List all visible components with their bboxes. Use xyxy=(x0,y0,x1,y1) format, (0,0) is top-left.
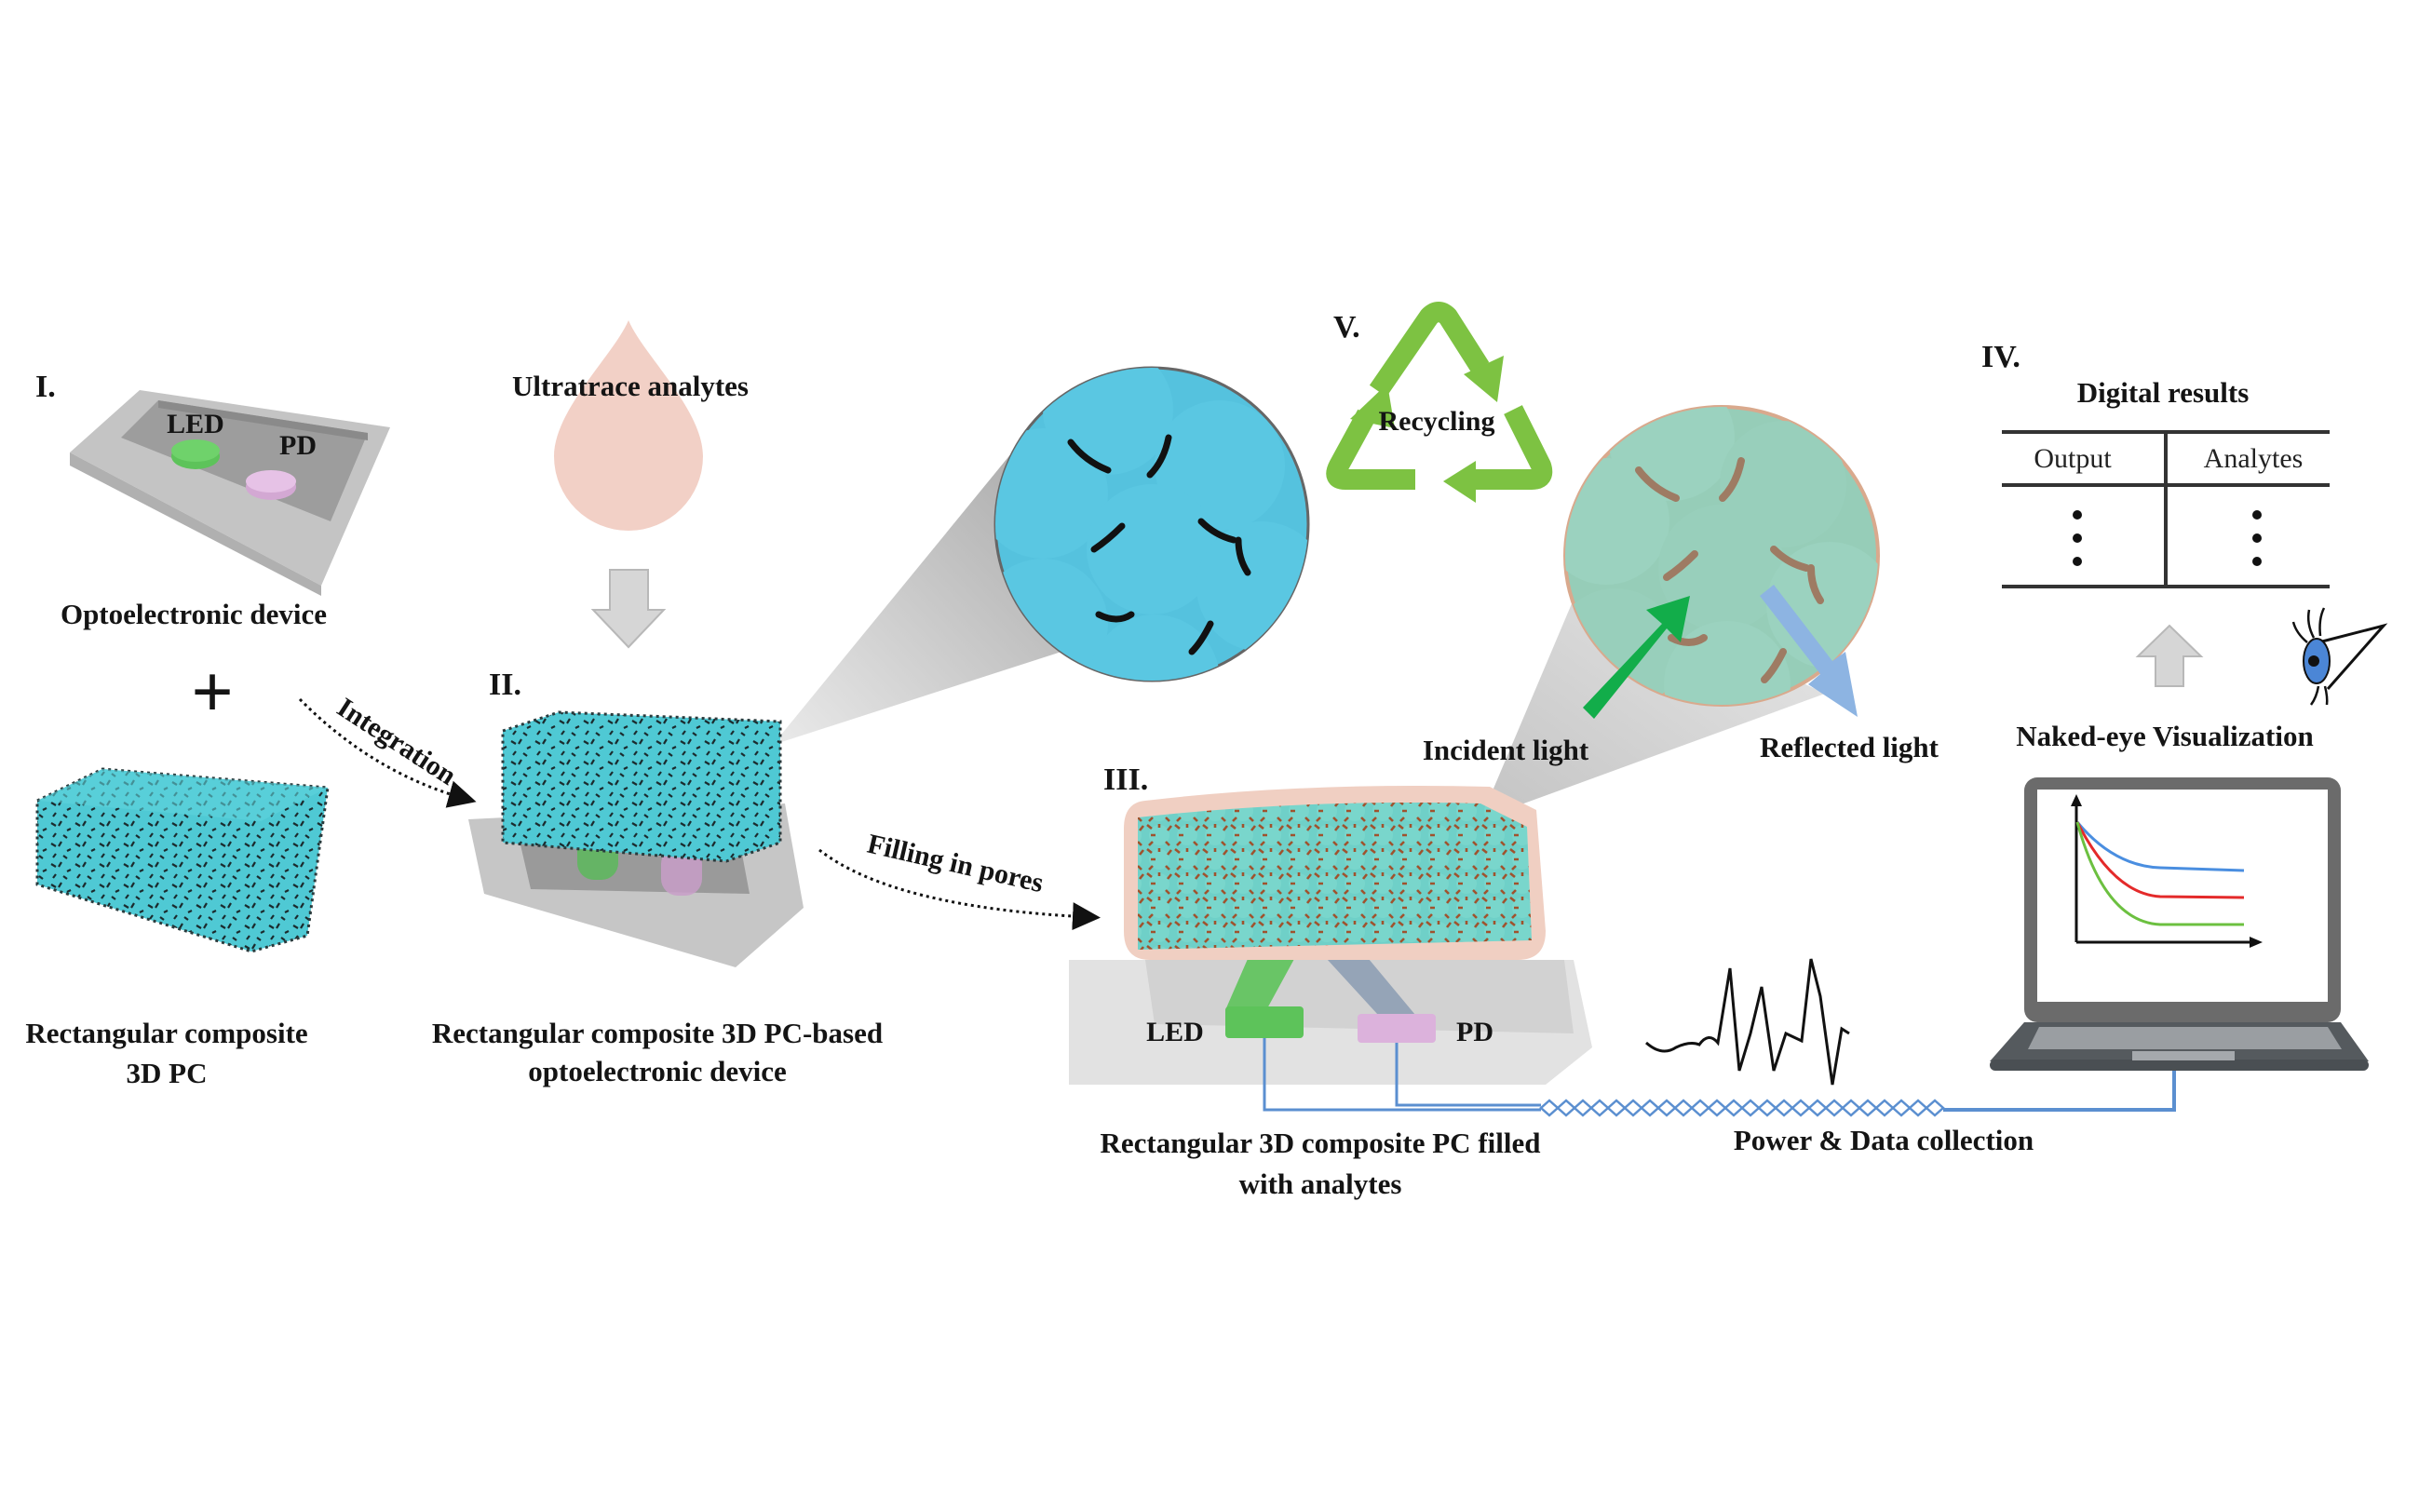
stage-ii-caption-line2: optoelectronic device xyxy=(528,1055,786,1087)
cable-twist xyxy=(1623,1099,1643,1117)
stage-iii-caption-line1: Rectangular 3D composite PC filled xyxy=(1101,1127,1541,1159)
power-data-collection-label: Power & Data collection xyxy=(1734,1124,2034,1156)
cable-twist xyxy=(1807,1099,1828,1117)
cable-twist xyxy=(1690,1099,1710,1117)
filling-in-pores-label: Filling in pores xyxy=(864,829,1046,899)
analyte-drop: Ultratrace analytes xyxy=(512,320,749,649)
cable-twist xyxy=(1640,1099,1660,1117)
device-led-label: LED xyxy=(167,409,224,439)
pc-caption-line1: Rectangular composite xyxy=(25,1017,307,1049)
laptop-wire xyxy=(1943,1069,2176,1112)
cable-twist xyxy=(1908,1099,1928,1117)
integration-arrow xyxy=(298,697,477,808)
integration-label: Integration xyxy=(331,692,462,791)
stage-v: V. Recycling xyxy=(1326,302,1553,503)
pd-chip-iii xyxy=(1358,1014,1436,1043)
cable-twist xyxy=(1891,1099,1912,1117)
pd-wire xyxy=(1395,1043,1541,1107)
cable-twist xyxy=(1757,1099,1777,1117)
drop-icon xyxy=(554,320,703,531)
table-header-analytes: Analytes xyxy=(2204,443,2304,474)
down-arrow-icon xyxy=(590,569,667,649)
zoom-cone-iii xyxy=(1480,577,1825,819)
plus-symbol: + xyxy=(191,652,234,734)
stage-v-numeral: V. xyxy=(1333,310,1360,344)
pc-cube-ii xyxy=(501,710,782,863)
table-ellipsis-dots xyxy=(2073,510,2262,566)
cable-twist xyxy=(1589,1099,1610,1117)
table-header-output: Output xyxy=(2034,443,2112,474)
up-arrow-icon xyxy=(2135,624,2204,687)
cable-twist xyxy=(1874,1099,1895,1117)
ultratrace-analytes-label: Ultratrace analytes xyxy=(512,370,749,402)
eye-icon xyxy=(2291,607,2388,706)
twisted-cable xyxy=(1539,1099,1945,1117)
cable-twist xyxy=(1858,1099,1878,1117)
cable-twist xyxy=(1824,1099,1845,1117)
reflected-light-arrow xyxy=(1760,585,1858,717)
stage-ii-numeral: II. xyxy=(489,668,521,702)
laptop-icon xyxy=(1990,777,2369,1071)
cable-twist xyxy=(1606,1099,1627,1117)
stage-iii-pd-label: PD xyxy=(1456,1017,1493,1047)
stage-i-numeral: I. xyxy=(35,370,56,404)
recycling-label: Recycling xyxy=(1379,406,1495,437)
zoom-circle-bare-pc xyxy=(993,366,1310,682)
led-chip-iii xyxy=(1225,1006,1304,1038)
cable-twist xyxy=(1673,1099,1694,1117)
device-pd-label: PD xyxy=(279,430,317,461)
stage-iii-numeral: III. xyxy=(1103,763,1148,797)
stage-ii-caption-line1: Rectangular composite 3D PC-based xyxy=(432,1017,883,1049)
stage-iv: IV. Digital results Output Analytes Nake… xyxy=(1981,340,2388,1071)
digital-results-table xyxy=(2002,430,2330,588)
cable-twist xyxy=(1573,1099,1593,1117)
zoom-cone-ii xyxy=(773,438,1061,745)
chart-curve-blue xyxy=(2075,821,2245,872)
incident-light-label: Incident light xyxy=(1423,734,1589,766)
optoelectronic-device xyxy=(70,390,390,596)
recycle-icon xyxy=(1326,302,1553,490)
pd-chip-ii xyxy=(661,847,702,896)
cable-twist xyxy=(1841,1099,1861,1117)
cable-twist xyxy=(1925,1099,1945,1117)
laptop-chart xyxy=(2071,794,2263,948)
digital-results-title: Digital results xyxy=(2077,376,2250,409)
cable-twist xyxy=(1740,1099,1761,1117)
reflected-light-label: Reflected light xyxy=(1760,731,1939,763)
cable-twist xyxy=(1556,1099,1576,1117)
chart-curve-green xyxy=(2075,821,2244,926)
led-wire xyxy=(1263,1038,1541,1112)
stage-iii-led-label: LED xyxy=(1146,1017,1204,1047)
optoelectronic-device-caption: Optoelectronic device xyxy=(61,598,327,630)
pc-caption-line2: 3D PC xyxy=(127,1057,208,1089)
rectangular-3d-pc xyxy=(35,767,330,953)
cable-twist xyxy=(1539,1099,1560,1117)
cable-twist xyxy=(1707,1099,1727,1117)
stage-iii-caption-line2: with analytes xyxy=(1239,1168,1402,1200)
stage-i: I. LED PD Optoelectronic device + Rectan… xyxy=(25,370,390,1089)
chart-curve-red xyxy=(2075,821,2245,899)
cable-twist xyxy=(1723,1099,1744,1117)
waveform-icon xyxy=(1645,958,1850,1086)
stage-ii: II. Integration Rectangular composite 3D… xyxy=(298,438,1061,1087)
cable-twist xyxy=(1656,1099,1677,1117)
stage-iv-numeral: IV. xyxy=(1981,340,2020,374)
cable-twist xyxy=(1774,1099,1794,1117)
incident-light-arrow xyxy=(1583,596,1690,719)
stage-iii: Filling in pores LED PD III. Rectangular… xyxy=(818,577,2176,1200)
naked-eye-visualization-label: Naked-eye Visualization xyxy=(2016,720,2313,752)
cable-twist xyxy=(1791,1099,1811,1117)
filled-pc-block xyxy=(1138,803,1532,950)
